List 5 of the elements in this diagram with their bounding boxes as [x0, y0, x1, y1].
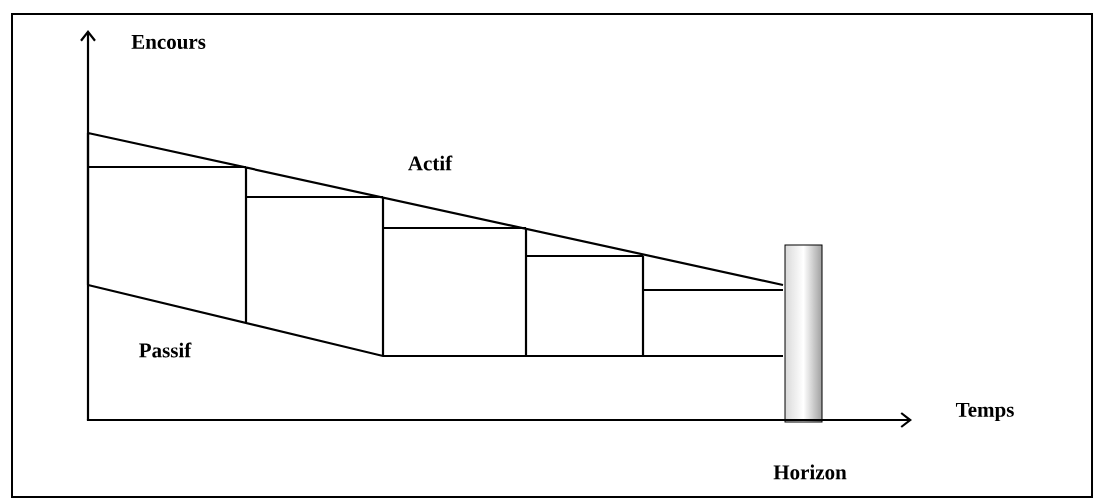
curve-label: Actif: [408, 155, 453, 171]
axis-label: Encours: [131, 35, 206, 49]
curve-label: Passif: [139, 342, 192, 358]
axis-label: Temps: [955, 402, 1014, 422]
bar-label: Horizon: [773, 464, 847, 480]
